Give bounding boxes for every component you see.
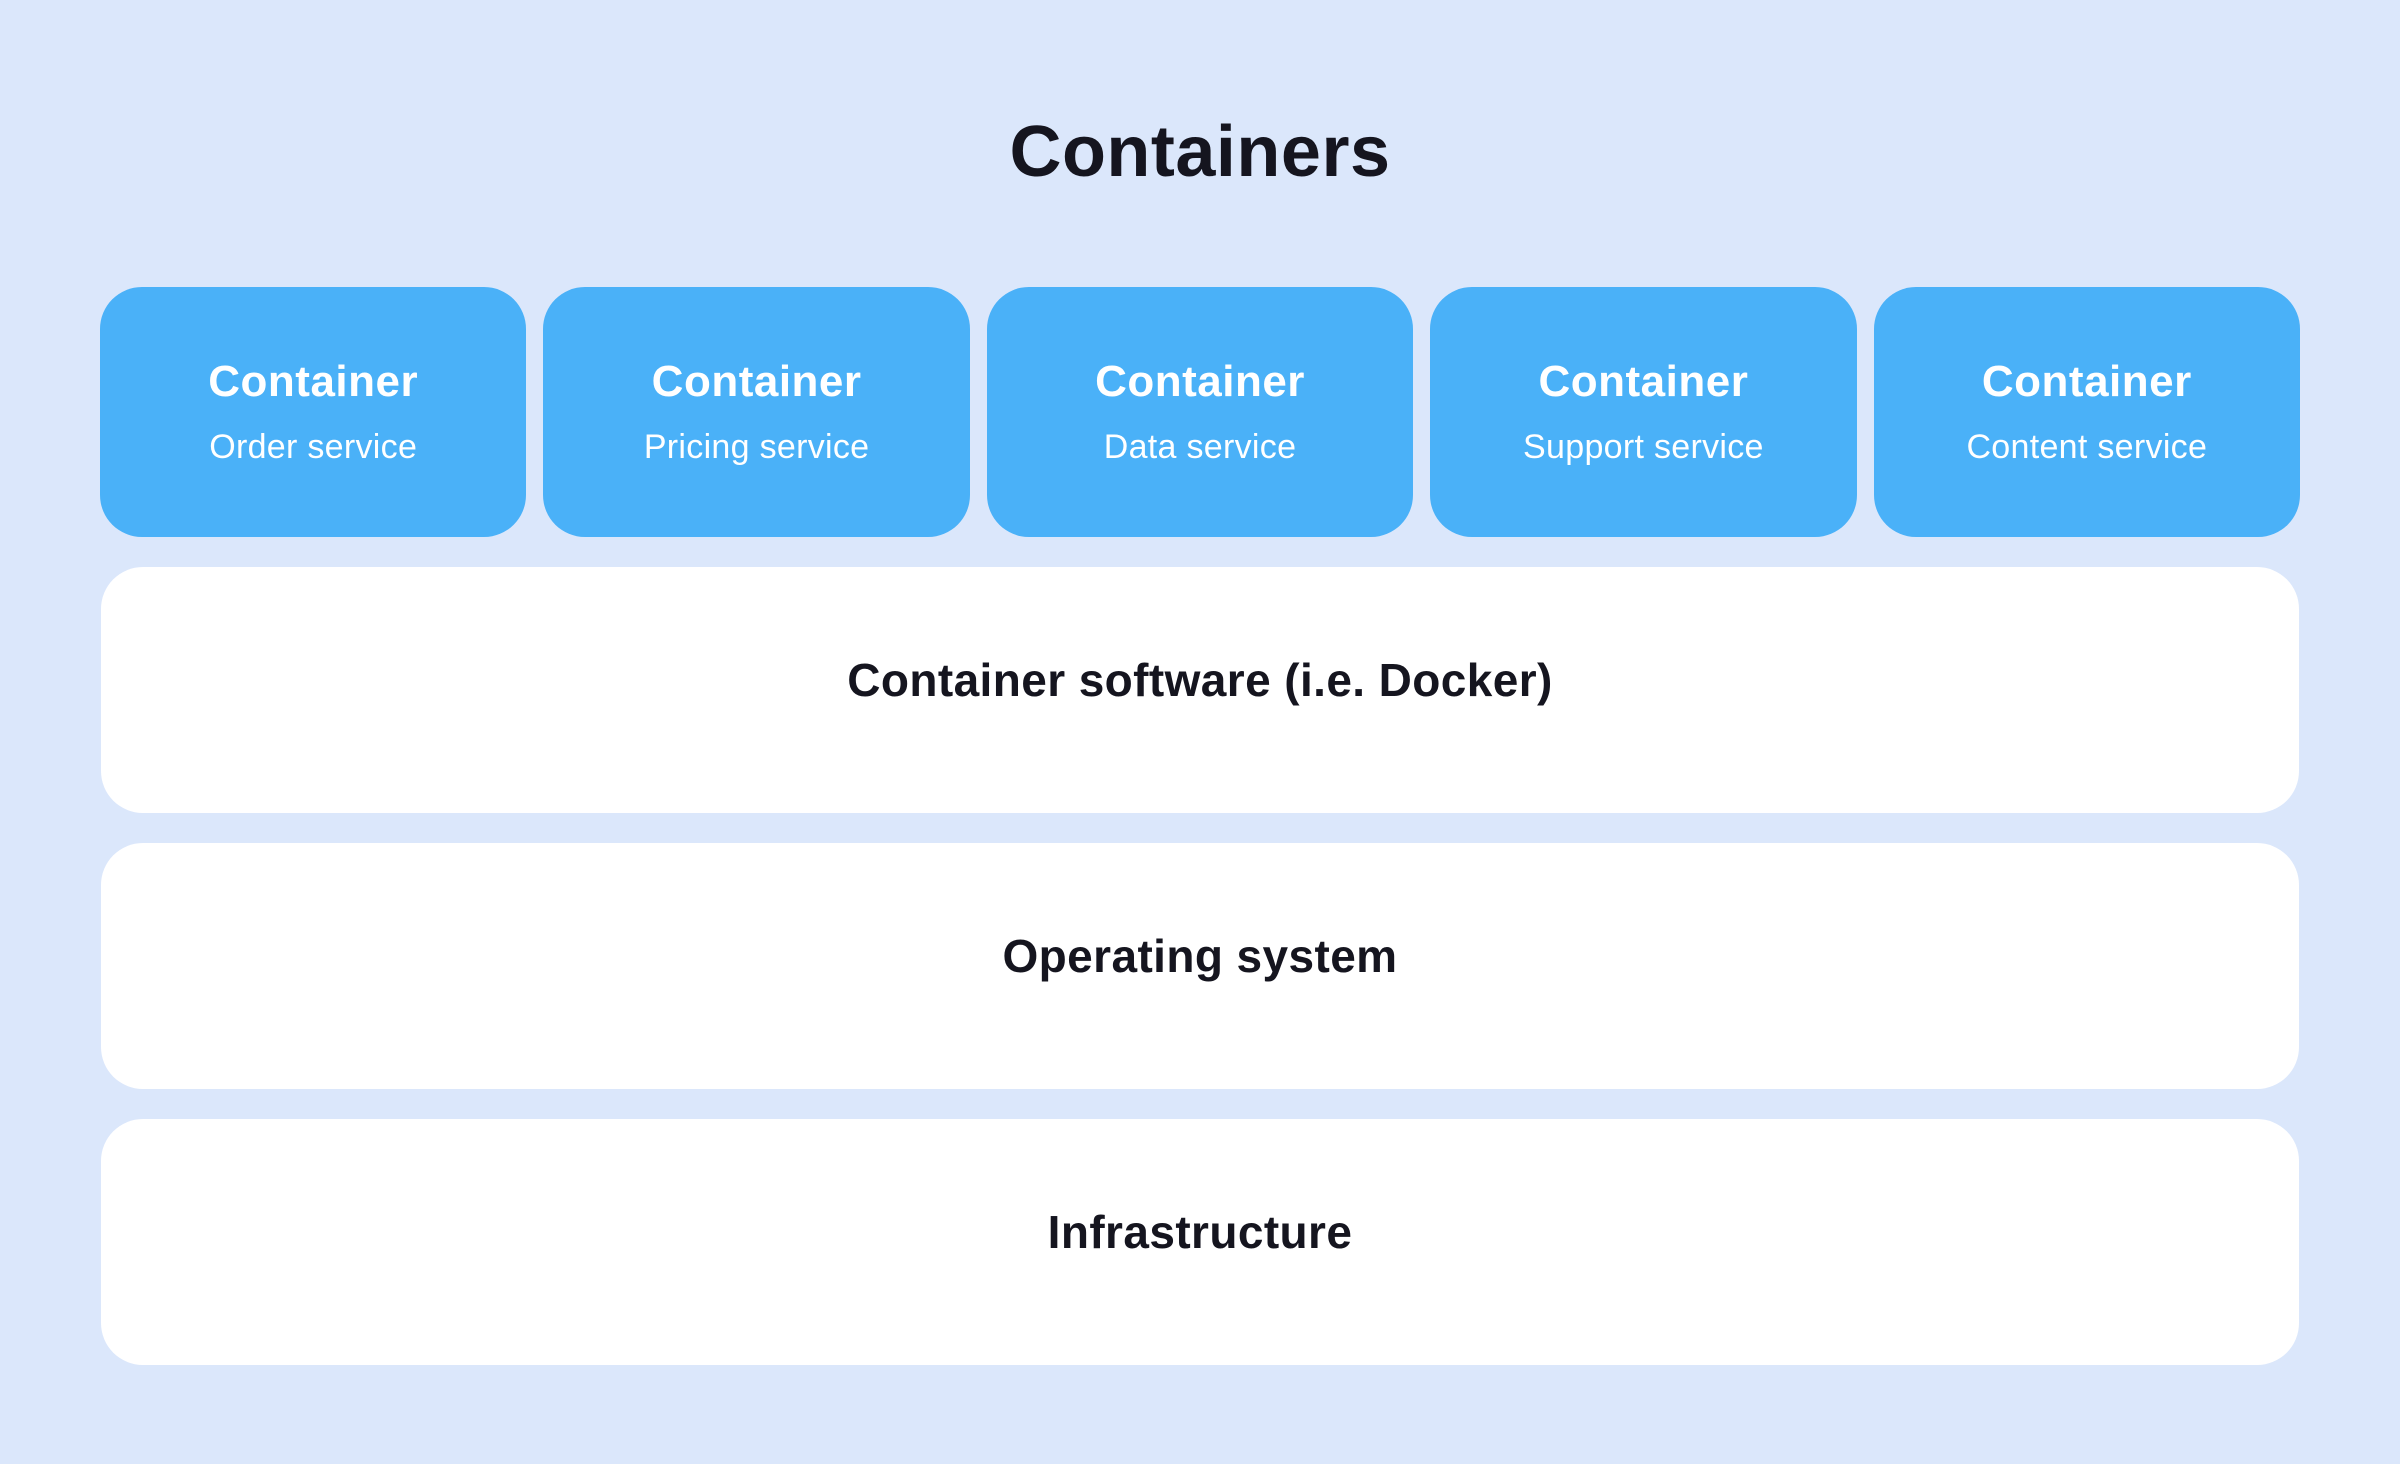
layer-operating-system: Operating system (101, 843, 2299, 1089)
layer-container-software: Container software (i.e. Docker) (101, 567, 2299, 813)
container-box-title: Container (208, 357, 419, 406)
container-box-content-service: Container Content service (1873, 287, 2301, 537)
container-box-subtitle: Content service (1966, 428, 2208, 466)
container-box-subtitle: Data service (1103, 428, 1297, 466)
container-box-title: Container (1981, 357, 2192, 406)
container-box-data-service: Container Data service (986, 287, 1414, 537)
container-box-title: Container (1095, 357, 1305, 406)
container-box-pricing-service: Container Pricing service (543, 287, 970, 537)
container-box-title: Container (651, 357, 862, 406)
container-box-subtitle: Support service (1523, 428, 1764, 466)
container-box-subtitle: Order service (209, 428, 418, 466)
container-box-subtitle: Pricing service (643, 428, 870, 466)
container-box-support-service: Container Support service (1430, 287, 1857, 537)
container-box-title: Container (1538, 357, 1749, 406)
containers-row: Container Order service Container Pricin… (100, 287, 2301, 537)
layer-label: Operating system (1002, 930, 1398, 982)
layer-infrastructure: Infrastructure (101, 1119, 2299, 1365)
layer-label: Infrastructure (1047, 1206, 1353, 1258)
diagram-title: Containers (1009, 112, 1391, 192)
container-box-order-service: Container Order service (100, 287, 527, 537)
layer-label: Container software (i.e. Docker) (847, 654, 1553, 706)
